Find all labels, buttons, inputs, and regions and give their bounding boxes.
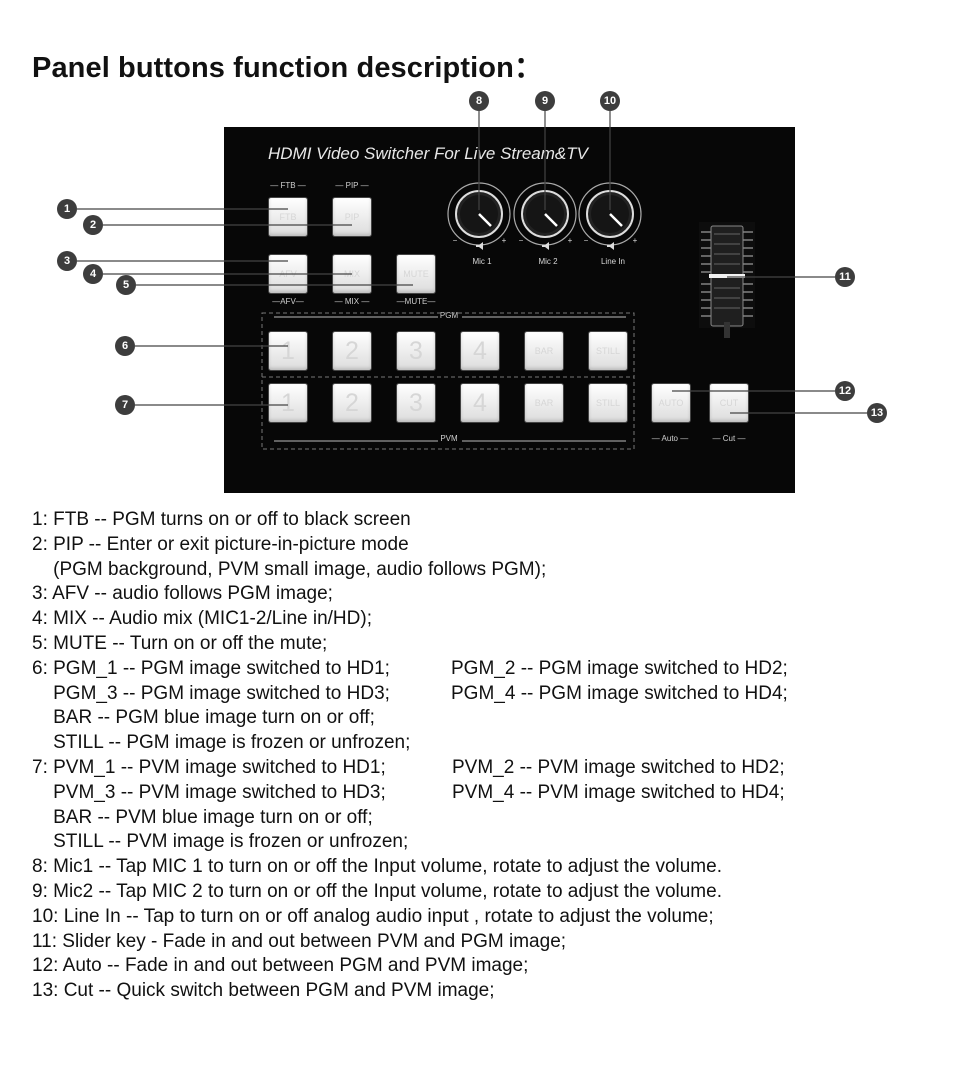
description-line: 6: PGM_1 -- PGM image switched to HD1;PG…: [32, 657, 788, 679]
cut-button[interactable]: CUT: [710, 384, 748, 422]
description-line: 7: PVM_1 -- PVM image switched to HD1;PV…: [32, 756, 785, 778]
speaker-icon: [476, 242, 614, 250]
label-afv: —AFV—: [272, 297, 304, 306]
knob-mic1-plus: +: [501, 236, 507, 245]
pgm-button-1[interactable]: 1: [269, 332, 307, 370]
pvm-button-3[interactable]: 3: [397, 384, 435, 422]
description-line: STILL -- PVM image is frozen or unfrozen…: [32, 831, 409, 853]
pgm-pvm-frame: [261, 312, 635, 450]
pvm-button-still[interactable]: STILL: [589, 384, 627, 422]
knob-mic2-minus: −: [518, 236, 524, 245]
label-pgm: PGM: [439, 311, 459, 320]
pgm-button-4[interactable]: 4: [461, 332, 499, 370]
knob-mic1[interactable]: [447, 182, 511, 246]
pip-button[interactable]: PIP: [333, 198, 371, 236]
description-line: PVM_3 -- PVM image switched to HD3;PVM_4…: [32, 781, 785, 803]
callout-8: 8: [469, 91, 489, 111]
panel-title: HDMI Video Switcher For Live Stream&TV: [268, 144, 588, 163]
description-line: 12: Auto -- Fade in and out between PGM …: [32, 955, 529, 977]
pgm-button-bar[interactable]: BAR: [525, 332, 563, 370]
description-line: (PGM background, PVM small image, audio …: [32, 558, 547, 580]
callout-12: 12: [835, 381, 855, 401]
knob-mic1-minus: −: [452, 236, 458, 245]
pvm-button-2[interactable]: 2: [333, 384, 371, 422]
callout-lines: [77, 111, 867, 414]
description-line: 8: Mic1 -- Tap MIC 1 to turn on or off t…: [32, 856, 722, 878]
description-line: 5: MUTE -- Turn on or off the mute;: [32, 632, 328, 654]
description-line: 3: AFV -- audio follows PGM image;: [32, 583, 333, 605]
description-line: PGM_3 -- PGM image switched to HD3;PGM_4…: [32, 682, 788, 704]
pgm-button-still[interactable]: STILL: [589, 332, 627, 370]
callout-6: 6: [115, 336, 135, 356]
label-pvm: PVM: [440, 434, 458, 443]
callout-1: 1: [57, 199, 77, 219]
pgm-button-3[interactable]: 3: [397, 332, 435, 370]
ftb-button[interactable]: FTB: [269, 198, 307, 236]
knob-line-in-minus: −: [583, 236, 589, 245]
knob-label-mic1: Mic 1: [472, 257, 492, 266]
description-line: 4: MIX -- Audio mix (MIC1-2/Line in/HD);: [32, 608, 372, 630]
fader-slider[interactable]: [699, 222, 755, 338]
callout-5: 5: [116, 275, 136, 295]
callout-3: 3: [57, 251, 77, 271]
knob-line-in[interactable]: [578, 182, 642, 246]
description-line: BAR -- PVM blue image turn on or off;: [32, 806, 373, 828]
callout-4: 4: [83, 264, 103, 284]
knob-mic2-plus: +: [567, 236, 573, 245]
description-line: BAR -- PGM blue image turn on or off;: [32, 707, 375, 729]
knob-label-line-in: Line In: [600, 257, 626, 266]
label-auto: — Auto —: [651, 434, 689, 443]
callout-2: 2: [83, 215, 103, 235]
description-line: 2: PIP -- Enter or exit picture-in-pictu…: [32, 533, 409, 555]
pgm-button-2[interactable]: 2: [333, 332, 371, 370]
label-ftb: — FTB —: [270, 181, 306, 190]
knob-line-in-plus: +: [632, 236, 638, 245]
label-mute: —MUTE—: [396, 297, 436, 306]
callout-10: 10: [600, 91, 620, 111]
description-line: 13: Cut -- Quick switch between PGM and …: [32, 980, 495, 1002]
pvm-button-bar[interactable]: BAR: [525, 384, 563, 422]
auto-button[interactable]: AUTO: [652, 384, 690, 422]
label-cut: — Cut —: [712, 434, 746, 443]
description-line: 11: Slider key - Fade in and out between…: [32, 930, 567, 952]
label-pip: — PIP —: [335, 181, 369, 190]
callout-7: 7: [115, 395, 135, 415]
callout-13: 13: [867, 403, 887, 423]
description-line: 10: Line In -- Tap to turn on or off ana…: [32, 905, 714, 927]
pvm-button-4[interactable]: 4: [461, 384, 499, 422]
description-line: 1: FTB -- PGM turns on or off to black s…: [32, 509, 411, 530]
description-list: 1: FTB -- PGM turns on or off to black s…: [32, 508, 788, 1004]
description-line: STILL -- PGM image is frozen or unfrozen…: [32, 732, 411, 754]
pvm-button-1[interactable]: 1: [269, 384, 307, 422]
description-line: 9: Mic2 -- Tap MIC 2 to turn on or off t…: [32, 880, 722, 902]
page-title: Panel buttons function description：: [32, 52, 543, 84]
callout-9: 9: [535, 91, 555, 111]
mute-button[interactable]: MUTE: [397, 255, 435, 293]
knob-label-mic2: Mic 2: [538, 257, 558, 266]
callout-11: 11: [835, 267, 855, 287]
label-mix: — MIX —: [334, 297, 370, 306]
